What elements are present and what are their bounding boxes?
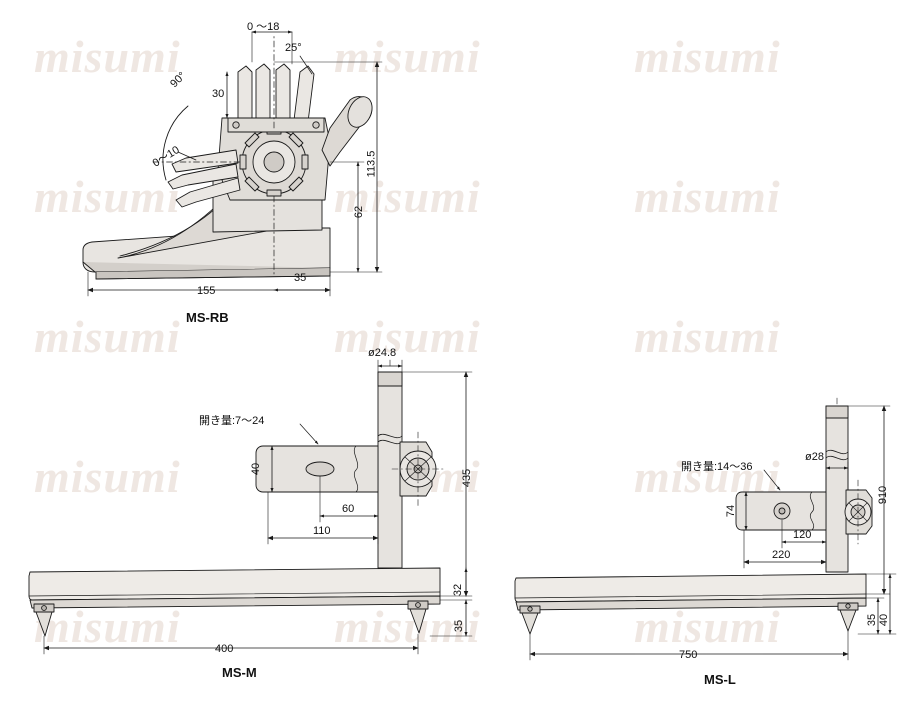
dim-dia-28: ø28	[805, 451, 824, 463]
dim-0-18: 0 ～18	[247, 21, 280, 33]
ms-rb-dimensions	[87, 30, 383, 297]
dim-60: 60	[342, 503, 355, 515]
dim-35: 35	[294, 272, 307, 284]
dim-400: 400	[215, 643, 234, 655]
dim-120: 120	[793, 529, 812, 541]
figure-caption-ms-l: MS-L	[704, 672, 736, 687]
dim-35-l: 35	[866, 613, 879, 627]
dim-32: 32	[452, 583, 465, 597]
dim-750: 750	[679, 649, 698, 661]
dim-74: 74	[725, 504, 738, 518]
dim-110: 110	[313, 525, 331, 537]
ms-l-dimensions	[529, 405, 897, 661]
figure-caption-ms-rb: MS-RB	[186, 310, 229, 325]
figure-ms-rb	[82, 35, 373, 280]
dim-35-m: 35	[453, 619, 466, 633]
ms-m-dimensions	[43, 359, 473, 655]
dim-910: 910	[877, 485, 890, 505]
dim-40: 40	[250, 462, 263, 476]
dim-62: 62	[353, 205, 366, 219]
label-opening-amount-m: 開き量:7～24	[199, 415, 265, 427]
figure-ms-l	[514, 397, 873, 635]
dim-dia-24-8: ø24.8	[368, 347, 397, 359]
label-opening-amount-l: 開き量:14～36	[681, 461, 753, 473]
dim-40-l: 40	[878, 613, 891, 627]
dim-25-deg: 25°	[285, 42, 302, 54]
figure-ms-m	[28, 359, 447, 637]
dim-435: 435	[461, 468, 474, 488]
dim-220: 220	[772, 549, 791, 561]
dim-113-5: 113.5	[365, 150, 378, 178]
dim-155: 155	[197, 285, 216, 297]
figure-caption-ms-m: MS-M	[222, 665, 257, 680]
dim-30: 30	[212, 88, 225, 100]
